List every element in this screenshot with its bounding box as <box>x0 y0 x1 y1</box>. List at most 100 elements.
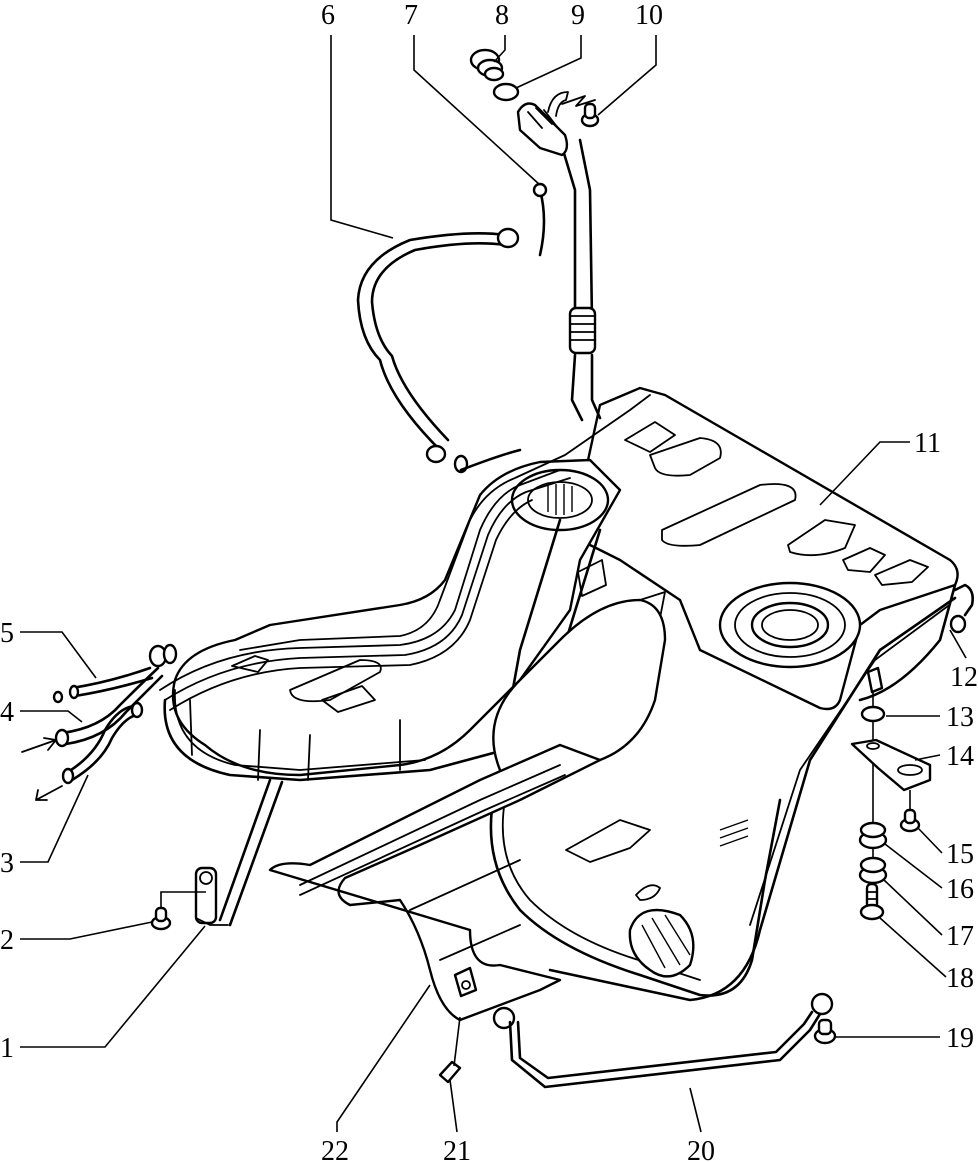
fuel-line-ends <box>21 643 178 801</box>
bolt-2-axis <box>160 891 206 908</box>
callout-15: 15 <box>946 839 974 870</box>
vent-tube-end <box>532 182 548 198</box>
callout-18: 18 <box>946 963 974 994</box>
line-4-end <box>54 728 70 748</box>
callout-19: 19 <box>946 1023 974 1054</box>
callout-6: 6 <box>321 0 335 31</box>
filler-head <box>516 102 569 157</box>
line-3-end <box>61 767 75 785</box>
pump-hatch <box>547 484 573 515</box>
vent-hose-end <box>496 227 520 249</box>
callout-21: 21 <box>443 1136 471 1162</box>
leader-14 <box>914 754 941 761</box>
fuel-line-bundle <box>239 394 651 651</box>
heat-shield-clip-slot <box>453 966 478 998</box>
callout-3: 3 <box>0 848 14 879</box>
tank-upper-plateau <box>573 386 959 711</box>
plateau-recess <box>874 559 929 586</box>
clip-21-axis <box>453 1016 461 1067</box>
left-strap-eye <box>199 871 213 885</box>
right-strap-eye <box>810 992 834 1016</box>
leader-1 <box>20 925 206 1048</box>
right-strap <box>516 1010 814 1080</box>
bracket-14-hole <box>866 742 880 750</box>
leader-22 <box>336 984 431 1132</box>
line-5 <box>73 676 154 698</box>
callout-5: 5 <box>0 618 14 649</box>
callout-8: 8 <box>495 0 509 31</box>
callout-16: 16 <box>946 874 974 905</box>
line-5-end <box>68 684 80 700</box>
callout-10: 10 <box>635 0 663 31</box>
mount-boss <box>866 666 884 694</box>
tank-lower-body-inner <box>501 799 701 981</box>
vent-hose <box>370 242 507 442</box>
line-4 <box>64 674 164 746</box>
callout-1: 1 <box>0 1033 14 1064</box>
tank-left-top-recess <box>321 685 376 713</box>
plateau-recess <box>661 483 797 547</box>
leader-7 <box>413 35 541 186</box>
line-3 <box>66 704 136 774</box>
heat-shield-rib <box>299 774 566 896</box>
tank-right-edge <box>548 596 957 1002</box>
tank-left-band <box>163 698 562 782</box>
tank-rib <box>307 734 311 781</box>
filler-neck-assembly <box>356 48 602 474</box>
leader-5 <box>20 631 97 679</box>
right-strap <box>508 1012 822 1089</box>
tank-left-band-inner <box>174 689 426 771</box>
leader-9 <box>515 35 582 89</box>
fuel-line-bundle <box>164 477 571 701</box>
tank-left-saddle <box>171 458 622 777</box>
tank-lower-hatch <box>719 819 749 847</box>
leader-12 <box>949 629 967 659</box>
filler-neck-corrugation <box>568 306 597 355</box>
tank-lower-recess <box>565 819 651 863</box>
bracket-14-slot <box>897 764 923 776</box>
callout-20: 20 <box>687 1136 715 1162</box>
tank-lower-body <box>489 788 782 997</box>
sender-flange-mid <box>734 592 846 658</box>
left-strap-base <box>195 917 229 926</box>
leader-17 <box>883 879 943 936</box>
leader-2 <box>20 921 153 940</box>
heat-shield-rib <box>409 859 521 911</box>
callout-7: 7 <box>404 0 418 31</box>
plateau-recess <box>842 547 886 573</box>
heat-shield-clip-hole <box>461 980 471 990</box>
bracket-14 <box>850 738 932 792</box>
hardware <box>150 583 974 1089</box>
bolt-18 <box>859 882 885 921</box>
leader-15 <box>917 827 943 854</box>
fuel-tank <box>159 386 959 1022</box>
bolt-19 <box>813 1018 837 1045</box>
tank-rib <box>257 729 261 781</box>
bushing-16 <box>858 821 888 850</box>
callout-2: 2 <box>0 925 14 956</box>
vent-tube <box>538 188 546 257</box>
plateau-recess <box>787 519 856 557</box>
leader-20 <box>689 1087 702 1133</box>
flow-in-arrow <box>21 737 57 753</box>
left-strap <box>218 778 272 922</box>
line-4 <box>60 666 160 735</box>
callout-4: 4 <box>0 697 14 728</box>
left-strap-foot <box>194 866 218 925</box>
tank-lower-recess <box>635 884 661 901</box>
tank-right-wall <box>858 583 957 702</box>
washer-13 <box>860 705 886 723</box>
callout-14: 14 <box>946 741 974 772</box>
line-coupler <box>162 643 178 665</box>
drain-boss-hatch <box>641 914 691 969</box>
bolt-15 <box>899 808 921 833</box>
line-5-cap <box>52 690 64 704</box>
callout-22: 22 <box>321 1136 349 1162</box>
leader-4 <box>20 710 83 723</box>
clip-21 <box>438 1060 462 1084</box>
filler-neck-tube <box>578 138 594 322</box>
leader-6 <box>330 35 394 239</box>
leader-18 <box>879 917 947 978</box>
vent-hose <box>356 232 507 452</box>
